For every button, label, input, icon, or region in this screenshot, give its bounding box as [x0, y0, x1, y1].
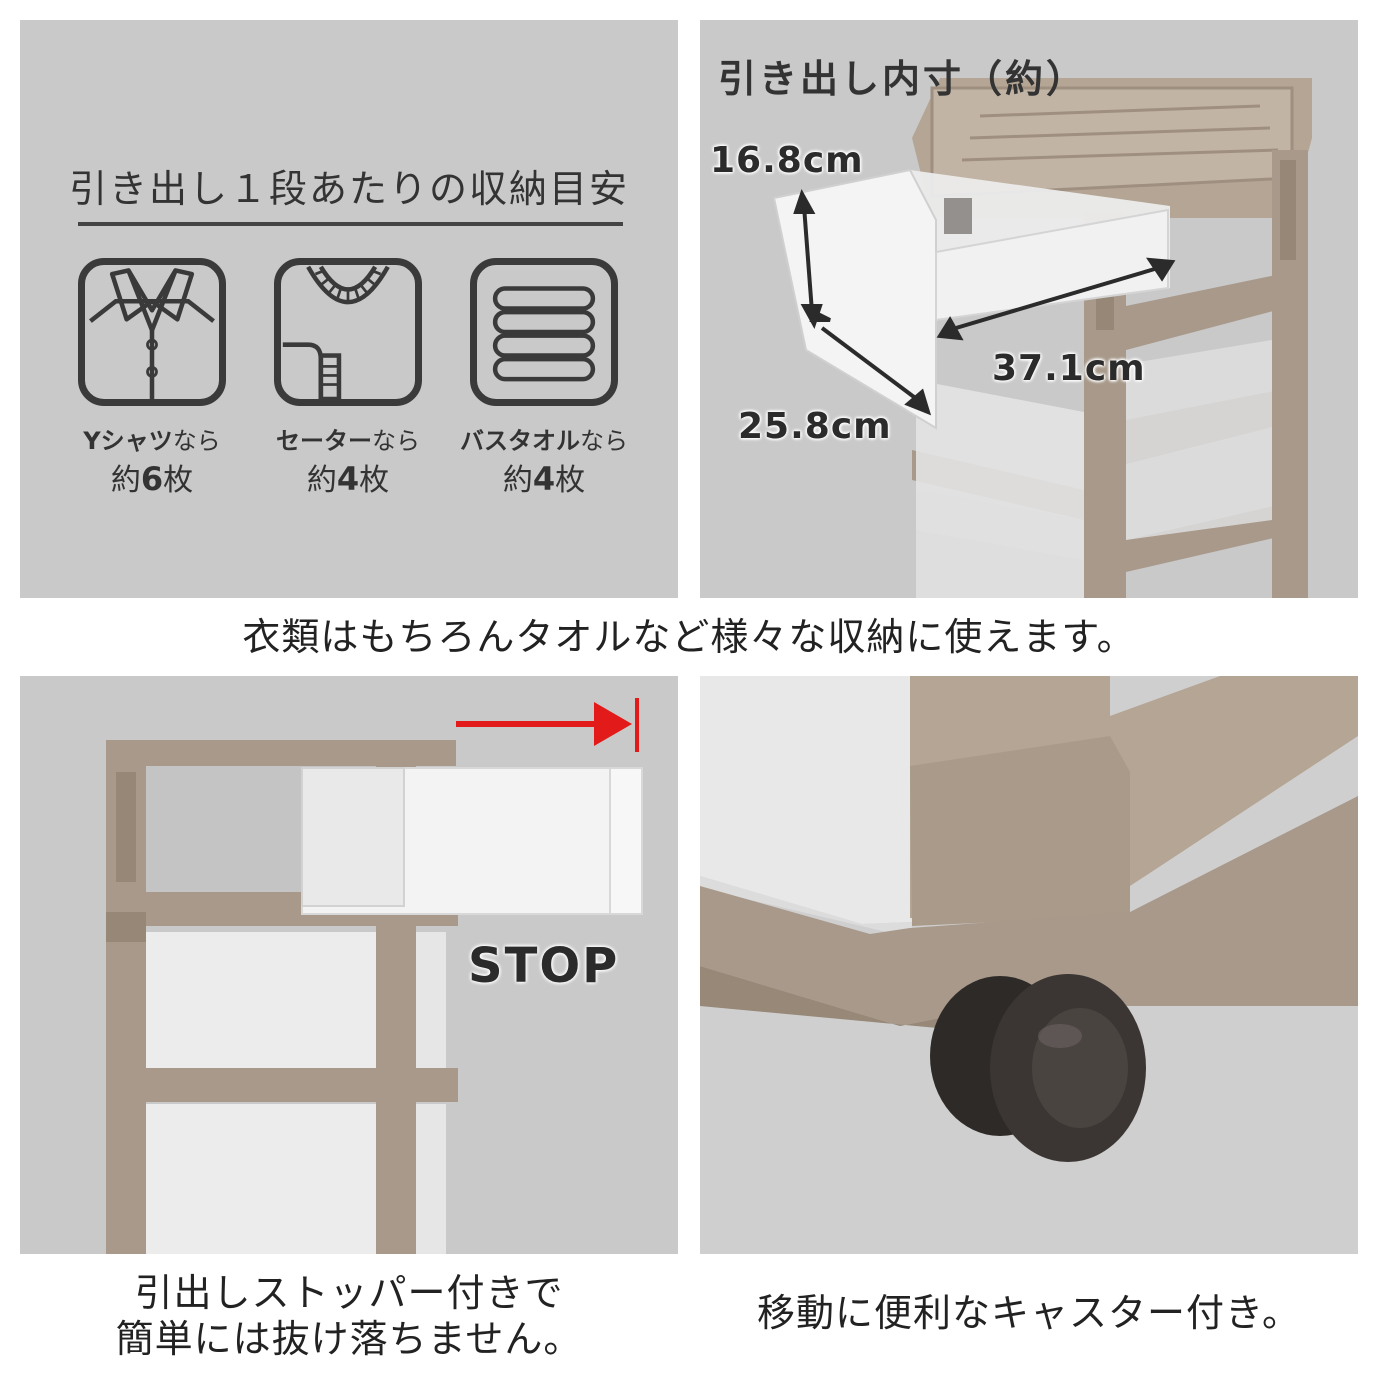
caster-panel	[700, 676, 1358, 1254]
caption-line-2: 簡単には抜け落ちません。	[115, 1317, 583, 1361]
stop-label: STOP	[468, 938, 620, 994]
stopper-panel: STOP	[20, 676, 678, 1254]
caption-middle: 衣類はもちろんタオルなど様々な収納に使えます。	[242, 615, 1136, 659]
towel-caption: バスタオルなら 約4枚	[460, 427, 628, 498]
width-dimension: 37.1cm	[992, 348, 1146, 389]
shirt-caption: Yシャツなら 約6枚	[83, 427, 221, 498]
sweater-icon	[274, 258, 422, 406]
dimensions-panel: 引き出し内寸（約） 16.8cm 37.1cm 25.8cm	[700, 20, 1358, 598]
divider	[78, 222, 623, 226]
shirt-icon	[78, 258, 226, 406]
sweater-caption: セーターなら 約4枚	[276, 427, 420, 498]
cabinet-illustration	[772, 78, 1312, 598]
caster-illustration	[700, 676, 1358, 1162]
stopper-illustration	[106, 698, 643, 1254]
storage-guide-panel: 引き出し１段あたりの収納目安 Yシャツなら 約6枚	[20, 20, 678, 598]
caption-line-1: 引出しストッパー付きで	[134, 1271, 564, 1315]
caption-bottom-right: 移動に便利なキャスター付き。	[756, 1291, 1302, 1335]
height-dimension: 16.8cm	[710, 140, 864, 181]
depth-dimension: 25.8cm	[738, 406, 892, 447]
caption-bottom-left: 引出しストッパー付きで 簡単には抜け落ちません。	[20, 1270, 678, 1362]
storage-guide-title: 引き出し１段あたりの収納目安	[68, 167, 629, 211]
towel-icon	[470, 258, 618, 406]
dimensions-title: 引き出し内寸（約）	[718, 57, 1088, 101]
